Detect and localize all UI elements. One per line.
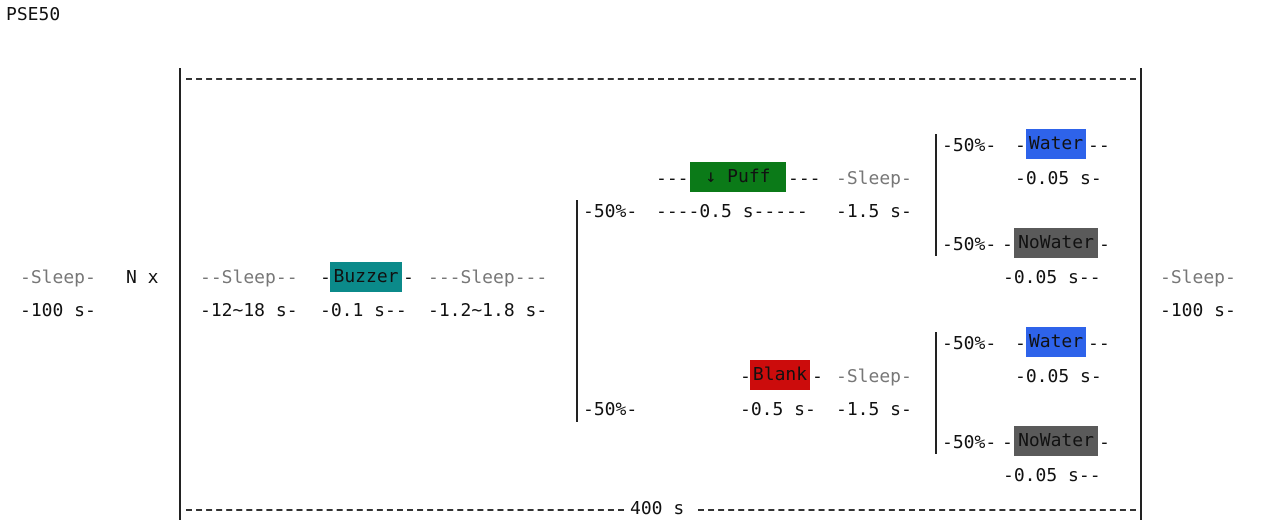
pre-sleep-duration: -100 s- xyxy=(20,300,96,321)
puff-water-duration: -0.05 s- xyxy=(1015,168,1102,189)
buzzer-dash-right: - xyxy=(403,267,414,288)
iti-sleep-duration: -12~18 s- xyxy=(200,300,298,321)
blank-nowater-percent: -50%- xyxy=(942,432,997,453)
blank-branch-percent: -50%- xyxy=(583,399,638,420)
puff-nowater-duration: -0.05 s-- xyxy=(1003,267,1101,288)
blank-sleep-duration: -1.5 s- xyxy=(836,399,912,420)
blank-dash-right: - xyxy=(812,366,823,387)
outcome-bar-top xyxy=(935,134,937,256)
puff-water-percent: -50%- xyxy=(942,135,997,156)
post-sleep-label: -Sleep- xyxy=(1160,267,1236,288)
branch-split-bar xyxy=(576,200,578,422)
puff-nowater-block: NoWater xyxy=(1014,228,1098,258)
blank-nowater-block: NoWater xyxy=(1014,426,1098,456)
puff-sleep-duration: -1.5 s- xyxy=(836,201,912,222)
outer-total-duration: 400 s xyxy=(630,498,685,519)
delay-sleep-duration: -1.2~1.8 s- xyxy=(428,300,548,321)
repeat-count: N x xyxy=(126,267,159,288)
outcome-bar-bottom xyxy=(935,332,937,454)
blank-water-duration: -0.05 s- xyxy=(1015,366,1102,387)
buzzer-duration: -0.1 s-- xyxy=(320,300,407,321)
puff-nowater-dash-left: - xyxy=(1002,234,1013,255)
blank-block: Blank xyxy=(750,360,810,390)
outer-bottom-line-left xyxy=(186,509,624,511)
diagram-title: PSE50 xyxy=(6,4,61,25)
blank-sleep-label: -Sleep- xyxy=(836,366,912,387)
iti-sleep-label: --Sleep-- xyxy=(200,267,298,288)
blank-dash-left: - xyxy=(740,366,751,387)
puff-duration: ----0.5 s----- xyxy=(656,201,808,222)
puff-sleep-label: -Sleep- xyxy=(836,168,912,189)
pre-sleep-label: -Sleep- xyxy=(20,267,96,288)
post-sleep-duration: -100 s- xyxy=(1160,300,1236,321)
blank-water-block: Water xyxy=(1026,327,1086,357)
blank-water-dash-left: - xyxy=(1015,333,1026,354)
blank-nowater-dash-right: - xyxy=(1099,432,1110,453)
blank-duration: -0.5 s- xyxy=(740,399,816,420)
puff-dash-left: --- xyxy=(656,168,689,189)
puff-nowater-percent: -50%- xyxy=(942,234,997,255)
puff-water-dash-right: -- xyxy=(1088,135,1110,156)
outer-bottom-line-right xyxy=(698,509,1136,511)
outer-top-line xyxy=(186,78,1136,80)
buzzer-dash-left: - xyxy=(320,267,331,288)
blank-nowater-dash-left: - xyxy=(1002,432,1013,453)
outer-right-bar xyxy=(1140,68,1142,520)
blank-water-percent: -50%- xyxy=(942,333,997,354)
puff-water-dash-left: - xyxy=(1015,135,1026,156)
blank-nowater-duration: -0.05 s-- xyxy=(1003,465,1101,486)
outer-left-bar xyxy=(179,68,181,520)
puff-nowater-dash-right: - xyxy=(1099,234,1110,255)
delay-sleep-label: ---Sleep--- xyxy=(428,267,548,288)
puff-block: ↓ Puff xyxy=(690,162,786,192)
buzzer-block: Buzzer xyxy=(330,262,402,292)
puff-water-block: Water xyxy=(1026,129,1086,159)
puff-dash-right: --- xyxy=(788,168,821,189)
blank-water-dash-right: -- xyxy=(1088,333,1110,354)
puff-branch-percent: -50%- xyxy=(583,201,638,222)
